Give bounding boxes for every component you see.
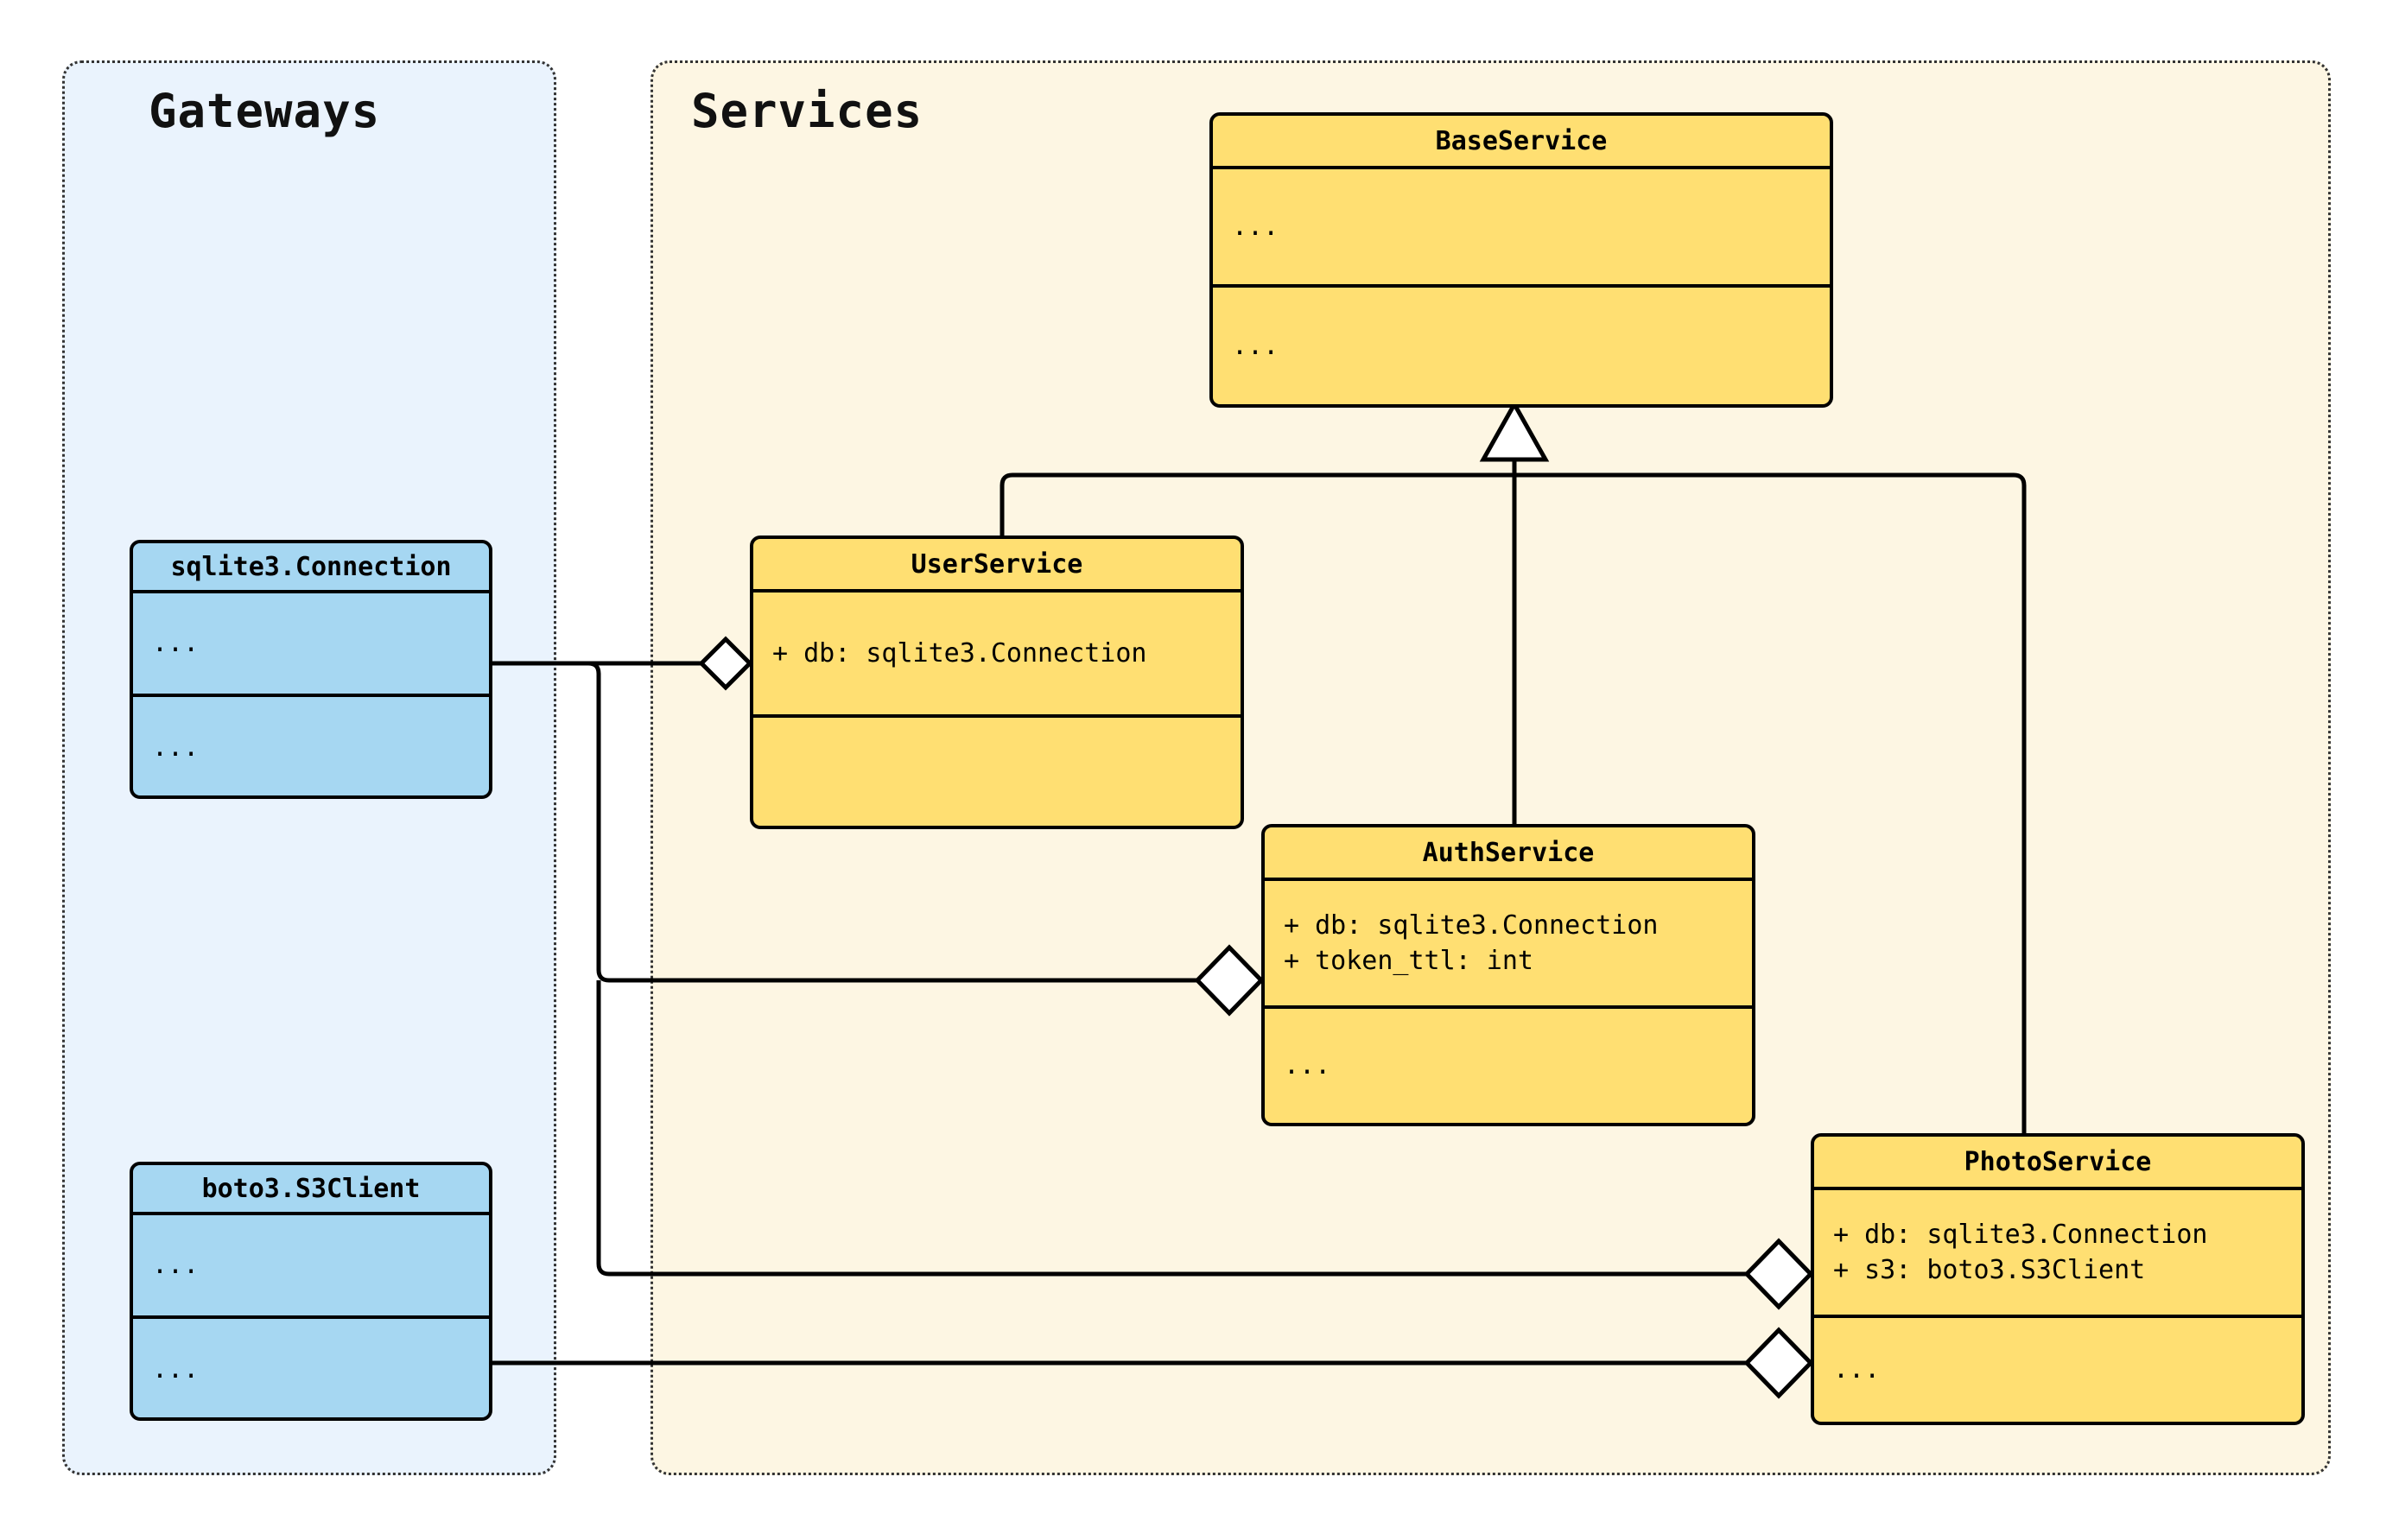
class-attributes-auth-service: + db: sqlite3.Connection + token_ttl: in…: [1265, 881, 1752, 1009]
package-gateways-title: Gateways: [149, 84, 381, 138]
attribute-line: + db: sqlite3.Connection: [772, 637, 1147, 669]
class-title-boto3-s3client: boto3.S3Client: [133, 1165, 489, 1215]
class-methods-boto3-s3client: ...: [133, 1319, 489, 1417]
package-services-title: Services: [691, 84, 923, 138]
attribute-line: ...: [152, 1250, 200, 1281]
class-methods-base-service: ...: [1213, 288, 1830, 404]
class-title-sqlite3-connection: sqlite3.Connection: [133, 543, 489, 593]
method-line: ...: [1284, 1050, 1331, 1081]
class-box-sqlite3-connection[interactable]: sqlite3.Connection ... ...: [130, 540, 492, 799]
class-methods-auth-service: ...: [1265, 1009, 1752, 1123]
method-line: ...: [152, 732, 200, 764]
class-attributes-base-service: ...: [1213, 169, 1830, 288]
attribute-line: + db: sqlite3.Connection: [1833, 1219, 2208, 1250]
method-line: ...: [1232, 330, 1279, 361]
class-methods-photo-service: ...: [1814, 1318, 2301, 1422]
attribute-line: + token_ttl: int: [1284, 946, 1533, 976]
attribute-line: + s3: boto3.S3Client: [1833, 1255, 2146, 1285]
attribute-line: ...: [1232, 211, 1279, 242]
class-box-base-service[interactable]: BaseService ... ...: [1209, 112, 1833, 408]
attribute-line: ...: [152, 628, 200, 659]
class-title-photo-service: PhotoService: [1814, 1137, 2301, 1190]
class-attributes-boto3-s3client: ...: [133, 1215, 489, 1319]
class-box-boto3-s3client[interactable]: boto3.S3Client ... ...: [130, 1162, 492, 1421]
class-title-auth-service: AuthService: [1265, 827, 1752, 881]
class-title-user-service: UserService: [753, 539, 1241, 593]
method-line: ...: [152, 1354, 200, 1385]
class-methods-user-service: [753, 718, 1241, 826]
class-methods-sqlite3-connection: ...: [133, 697, 489, 795]
class-attributes-user-service: + db: sqlite3.Connection: [753, 593, 1241, 718]
method-line: ...: [1833, 1354, 1881, 1385]
class-box-photo-service[interactable]: PhotoService + db: sqlite3.Connection + …: [1811, 1133, 2305, 1425]
class-box-auth-service[interactable]: AuthService + db: sqlite3.Connection + t…: [1261, 824, 1755, 1126]
class-attributes-photo-service: + db: sqlite3.Connection + s3: boto3.S3C…: [1814, 1190, 2301, 1318]
class-box-user-service[interactable]: UserService + db: sqlite3.Connection: [750, 536, 1244, 829]
class-attributes-sqlite3-connection: ...: [133, 593, 489, 697]
class-title-base-service: BaseService: [1213, 116, 1830, 169]
attribute-line: + db: sqlite3.Connection: [1284, 909, 1659, 941]
